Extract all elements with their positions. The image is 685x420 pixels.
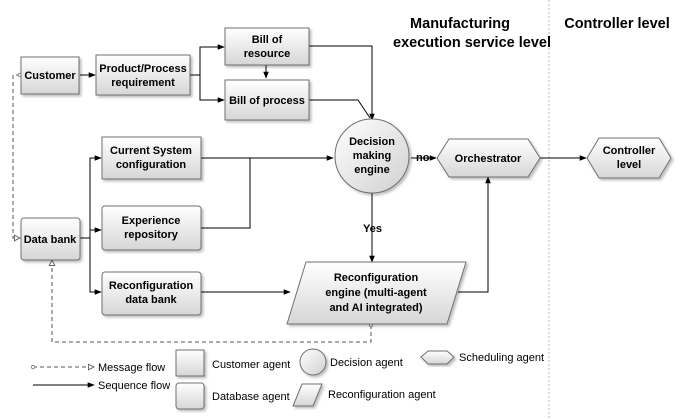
node-experience-label-2: repository bbox=[124, 229, 179, 241]
sequence-edges bbox=[80, 44, 587, 295]
node-current-system-label-1: Current System bbox=[110, 145, 192, 157]
node-data-bank-label: Data bank bbox=[24, 234, 77, 246]
node-reconfig-bank-label-2: data bank bbox=[125, 294, 177, 306]
message-edges bbox=[12, 75, 371, 343]
node-orchestrator-label: Orchestrator bbox=[455, 153, 522, 165]
node-reconfig-engine-label-2: engine (multi-agent bbox=[325, 287, 427, 299]
legend: Message flow Sequence flow Customer agen… bbox=[33, 348, 544, 410]
legend-reconfiguration-agent-label: Reconfiguration agent bbox=[328, 389, 436, 401]
edge-label-no: no bbox=[416, 152, 430, 164]
node-bill-of-resource-label-2: resource bbox=[244, 48, 290, 60]
node-product-process-label-1: Product/Process bbox=[99, 63, 186, 75]
node-product-process-requirement[interactable]: Product/Process requirement bbox=[95, 54, 191, 96]
node-bill-of-resource-label-1: Bill of bbox=[252, 34, 283, 46]
node-decision-label-3: engine bbox=[354, 164, 389, 176]
node-reconfiguration-engine[interactable]: Reconfiguration engine (multi-agent and … bbox=[286, 261, 467, 325]
node-reconfig-engine-label-3: and AI integrated) bbox=[329, 302, 422, 314]
header-controller: Controller level bbox=[564, 16, 670, 32]
node-current-system-configuration[interactable]: Current System configuration bbox=[101, 136, 202, 180]
legend-customer-agent-label: Customer agent bbox=[212, 359, 290, 371]
legend-sequence-flow: Sequence flow bbox=[33, 380, 170, 392]
legend-database-agent-label: Database agent bbox=[212, 391, 290, 403]
legend-decision-agent: Decision agent bbox=[299, 348, 403, 376]
node-reconfig-bank-label-1: Reconfiguration bbox=[109, 280, 194, 292]
node-current-system-label-2: configuration bbox=[116, 159, 187, 171]
node-controller-label-1: Controller bbox=[603, 145, 656, 157]
legend-decision-agent-label: Decision agent bbox=[330, 357, 403, 369]
legend-database-agent: Database agent bbox=[175, 382, 290, 410]
node-decision-making-engine[interactable]: Decision making engine bbox=[334, 118, 410, 194]
node-experience-repository[interactable]: Experience repository bbox=[101, 205, 202, 251]
node-bill-of-resource[interactable]: Bill of resource bbox=[224, 27, 310, 66]
legend-scheduling-agent-label: Scheduling agent bbox=[459, 352, 544, 364]
node-experience-label-1: Experience bbox=[122, 215, 181, 227]
node-data-bank[interactable]: Data bank bbox=[20, 217, 81, 261]
legend-customer-agent: Customer agent bbox=[175, 349, 290, 377]
node-controller-label-2: level bbox=[617, 159, 641, 171]
node-reconfig-engine-label-1: Reconfiguration bbox=[334, 272, 419, 284]
node-reconfiguration-data-bank[interactable]: Reconfiguration data bank bbox=[101, 271, 202, 316]
legend-message-flow: Message flow bbox=[33, 362, 165, 374]
node-orchestrator[interactable]: Orchestrator bbox=[436, 138, 541, 178]
header-mes-line1: Manufacturing bbox=[410, 16, 510, 32]
node-controller-level[interactable]: Controller level bbox=[586, 137, 672, 179]
node-bill-of-process[interactable]: Bill of process bbox=[224, 79, 310, 121]
header-mes-line2: execution service level bbox=[393, 35, 551, 51]
legend-scheduling-agent: Scheduling agent bbox=[420, 350, 544, 365]
node-customer[interactable]: Customer bbox=[20, 56, 80, 95]
node-bill-of-process-label: Bill of process bbox=[229, 95, 305, 107]
edge-label-yes: Yes bbox=[363, 223, 382, 235]
node-decision-label-1: Decision bbox=[349, 136, 395, 148]
legend-reconfiguration-agent: Reconfiguration agent bbox=[292, 383, 436, 407]
legend-message-flow-label: Message flow bbox=[98, 362, 165, 374]
node-customer-label: Customer bbox=[24, 70, 76, 82]
node-product-process-label-2: requirement bbox=[111, 77, 175, 89]
node-decision-label-2: making bbox=[353, 150, 392, 162]
legend-sequence-flow-label: Sequence flow bbox=[98, 380, 170, 392]
